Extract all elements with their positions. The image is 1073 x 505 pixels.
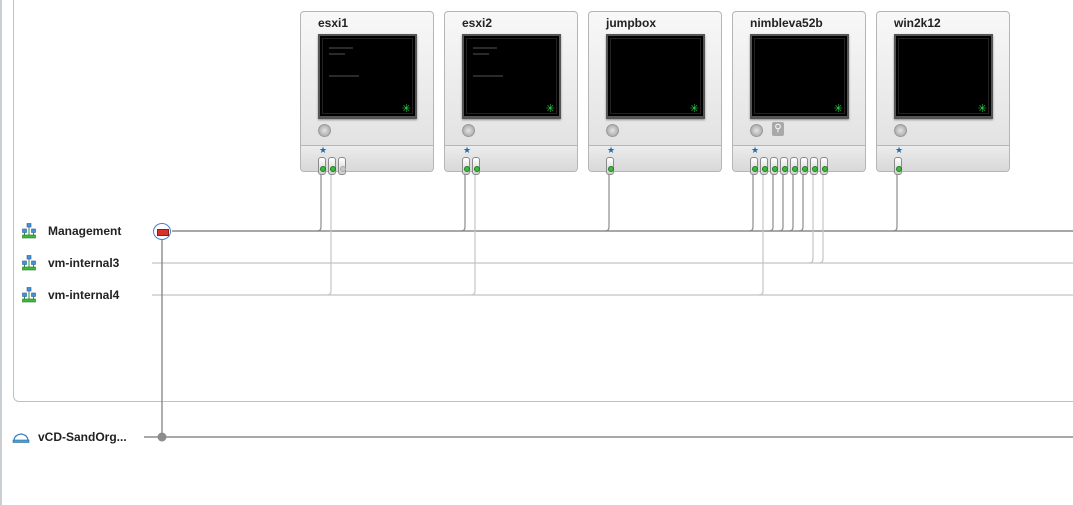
nic-port[interactable]	[790, 157, 798, 175]
org-network-item[interactable]: vCD-SandOrg...	[12, 429, 127, 445]
sparkle-icon: ✳	[401, 102, 411, 115]
power-icon[interactable]	[750, 124, 763, 137]
nic-wire-bend	[798, 226, 804, 232]
nic-connected-indicator	[782, 166, 788, 172]
nic-strip: ★	[589, 145, 721, 175]
nic-wire-bend	[778, 226, 784, 232]
nic-port[interactable]	[770, 157, 778, 175]
org-network-label: vCD-SandOrg...	[38, 430, 127, 444]
vm-name-label: esxi1	[318, 16, 349, 30]
nic-port[interactable]	[338, 157, 346, 175]
vm-console-thumbnail[interactable]: ✳	[606, 34, 705, 119]
nic-port[interactable]	[462, 157, 470, 175]
cloud-network-icon	[12, 433, 30, 443]
power-icon[interactable]	[606, 124, 619, 137]
nic-disconnected-indicator	[340, 166, 346, 172]
vm-card-jumpbox[interactable]: jumpbox ✳ ★	[588, 11, 722, 175]
nic-connected-indicator	[792, 166, 798, 172]
nic-port[interactable]	[810, 157, 818, 175]
vm-console-thumbnail[interactable]: ✳	[894, 34, 993, 119]
nic-wire-bend	[748, 226, 754, 232]
vapp-network-label: Management	[48, 224, 122, 238]
usb-icon[interactable]: ⚲	[772, 122, 784, 136]
network-icon	[22, 287, 36, 303]
vapp-container	[13, 0, 1073, 402]
vm-card-win2k12[interactable]: win2k12 ✳ ★	[876, 11, 1010, 175]
star-icon: ★	[607, 146, 616, 156]
nic-strip: ★	[445, 145, 577, 175]
nic-port[interactable]	[328, 157, 336, 175]
vm-card-esxi1[interactable]: esxi1 ✳ ★	[300, 11, 434, 175]
nic-connected-indicator	[608, 166, 614, 172]
nic-wire-bend	[768, 226, 774, 232]
star-icon: ★	[463, 146, 472, 156]
star-icon: ★	[895, 146, 904, 156]
nic-connected-indicator	[822, 166, 828, 172]
nic-wire-bend	[460, 226, 466, 232]
sparkle-icon: ✳	[545, 102, 555, 115]
nic-connected-indicator	[812, 166, 818, 172]
nic-port[interactable]	[472, 157, 480, 175]
nic-wire-bend	[470, 290, 476, 296]
vm-card-esxi2[interactable]: esxi2 ✳ ★	[444, 11, 578, 175]
nic-connected-indicator	[772, 166, 778, 172]
vm-name-label: win2k12	[894, 16, 941, 30]
nic-wire-bend	[808, 258, 814, 264]
nic-strip: ★	[877, 145, 1009, 175]
nic-strip: ★	[301, 145, 433, 175]
vm-console-thumbnail[interactable]: ✳	[462, 34, 561, 119]
nic-port[interactable]	[606, 157, 614, 175]
gateway-junction-dot	[157, 432, 167, 442]
nic-connected-indicator	[464, 166, 470, 172]
vm-name-label: esxi2	[462, 16, 493, 30]
nic-port[interactable]	[750, 157, 758, 175]
nic-connected-indicator	[752, 166, 758, 172]
nic-strip: ★	[733, 145, 865, 175]
nic-port[interactable]	[760, 157, 768, 175]
nic-connected-indicator	[320, 166, 326, 172]
vm-card-nimbleva52b[interactable]: nimbleva52b ✳ ⚲ ★	[732, 11, 866, 175]
nic-port[interactable]	[800, 157, 808, 175]
sparkle-icon: ✳	[689, 102, 699, 115]
vapp-network-item[interactable]: Management	[22, 223, 121, 239]
window-left-border	[0, 0, 2, 505]
vm-name-label: jumpbox	[606, 16, 656, 30]
nic-port[interactable]	[780, 157, 788, 175]
nic-port[interactable]	[894, 157, 902, 175]
vm-name-label: nimbleva52b	[750, 16, 823, 30]
nic-connected-indicator	[762, 166, 768, 172]
sparkle-icon: ✳	[833, 102, 843, 115]
vapp-network-label: vm-internal4	[48, 288, 120, 302]
nic-connected-indicator	[330, 166, 336, 172]
nic-wire-bend	[892, 226, 898, 232]
power-icon[interactable]	[318, 124, 331, 137]
star-icon: ★	[751, 146, 760, 156]
network-icon	[22, 223, 36, 239]
star-icon: ★	[319, 146, 328, 156]
nic-wire-bend	[818, 258, 824, 264]
nic-wire-bend	[316, 226, 322, 232]
firewall-icon[interactable]	[153, 223, 171, 240]
nic-port[interactable]	[318, 157, 326, 175]
nic-wire-bend	[326, 290, 332, 296]
vapp-network-item[interactable]: vm-internal4	[22, 287, 119, 303]
nic-wire-bend	[758, 290, 764, 296]
vm-console-thumbnail[interactable]: ✳	[750, 34, 849, 119]
sparkle-icon: ✳	[977, 102, 987, 115]
nic-port[interactable]	[820, 157, 828, 175]
vapp-network-item[interactable]: vm-internal3	[22, 255, 119, 271]
nic-wire-bend	[604, 226, 610, 232]
power-icon[interactable]	[894, 124, 907, 137]
vm-console-thumbnail[interactable]: ✳	[318, 34, 417, 119]
power-icon[interactable]	[462, 124, 475, 137]
nic-connected-indicator	[802, 166, 808, 172]
nic-wire-bend	[788, 226, 794, 232]
network-icon	[22, 255, 36, 271]
vapp-network-label: vm-internal3	[48, 256, 120, 270]
nic-connected-indicator	[896, 166, 902, 172]
nic-connected-indicator	[474, 166, 480, 172]
